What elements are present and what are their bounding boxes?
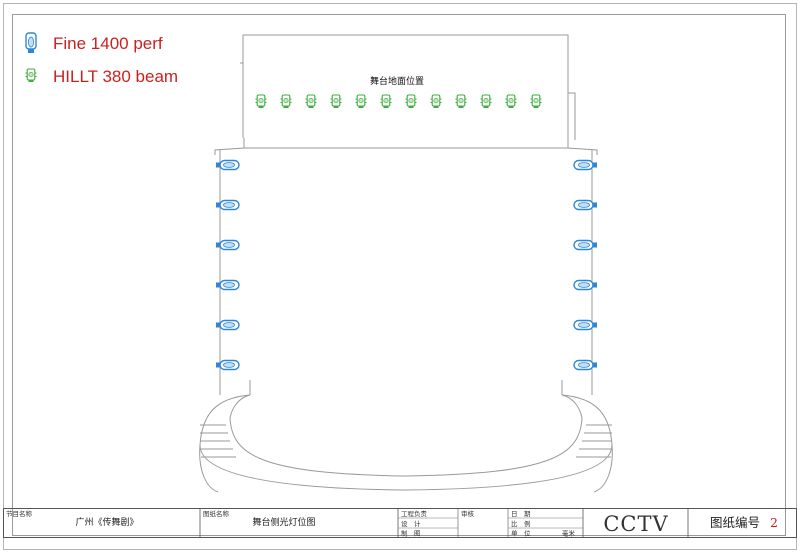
moving-head-spot-icon — [215, 319, 240, 331]
moving-head-beam-icon — [504, 94, 518, 109]
moving-head-spot-icon — [573, 239, 598, 251]
scale-label: 比 例 — [511, 519, 531, 528]
moving-head-spot-icon — [215, 159, 240, 171]
moving-head-spot-icon — [573, 359, 598, 371]
sheet-inner-frame — [12, 14, 786, 536]
moving-head-beam-icon — [429, 94, 443, 109]
moving-head-beam-icon — [24, 68, 38, 83]
moving-head-spot-icon — [215, 239, 240, 251]
moving-head-beam-icon — [304, 94, 318, 109]
moving-head-spot-icon — [25, 32, 37, 53]
moving-head-spot-icon — [573, 199, 598, 211]
unit-value: 毫米 — [562, 529, 576, 538]
brand-cctv: CCTV — [603, 512, 668, 536]
left-spot-fixtures — [215, 159, 240, 371]
moving-head-beam-icon — [529, 94, 543, 109]
moving-head-beam-icon — [354, 94, 368, 109]
legend-item-label: Fine 1400 perf — [53, 34, 163, 53]
moving-head-spot-icon — [215, 279, 240, 291]
moving-head-beam-icon — [404, 94, 418, 109]
moving-head-beam-icon — [254, 94, 268, 109]
moving-head-spot-icon — [573, 319, 598, 331]
moving-head-spot-icon — [573, 279, 598, 291]
right-spot-fixtures — [573, 159, 598, 371]
review-label: 审核 — [461, 509, 475, 518]
drawing-name-label: 图纸名称 — [203, 509, 230, 518]
moving-head-beam-icon — [379, 94, 393, 109]
drawing-name-value: 舞台侧光灯位图 — [252, 516, 315, 528]
stage-floor-label: 舞台地面位置 — [370, 75, 424, 87]
title-block: 节目名称 广州《传舞剧》 图纸名称 舞台侧光灯位图 工程负责 设 计 制 图 审… — [3, 508, 797, 538]
moving-head-beam-icon — [279, 94, 293, 109]
moving-head-spot-icon — [215, 359, 240, 371]
drafter-label: 制 图 — [401, 529, 421, 538]
sheet-outer-frame — [3, 3, 797, 550]
beam-fixture-row — [254, 94, 543, 109]
moving-head-spot-icon — [573, 159, 598, 171]
legend-item-label: HILLT 380 beam — [53, 67, 178, 86]
moving-head-beam-icon — [329, 94, 343, 109]
program-name-label: 节目名称 — [6, 509, 33, 518]
moving-head-spot-icon — [215, 199, 240, 211]
sheet-number-value: 2 — [770, 515, 778, 530]
stage-outline — [199, 34, 613, 493]
moving-head-beam-icon — [454, 94, 468, 109]
legend: Fine 1400 perf HILLT 380 beam — [24, 32, 178, 86]
moving-head-beam-icon — [479, 94, 493, 109]
date-label: 日 期 — [511, 510, 531, 518]
unit-label: 单 位 — [511, 529, 531, 538]
designer-label: 设 计 — [401, 519, 421, 528]
sheet-number-label: 图纸编号 — [710, 515, 760, 530]
project-lead-label: 工程负责 — [401, 509, 428, 518]
program-name-value: 广州《传舞剧》 — [75, 516, 138, 528]
